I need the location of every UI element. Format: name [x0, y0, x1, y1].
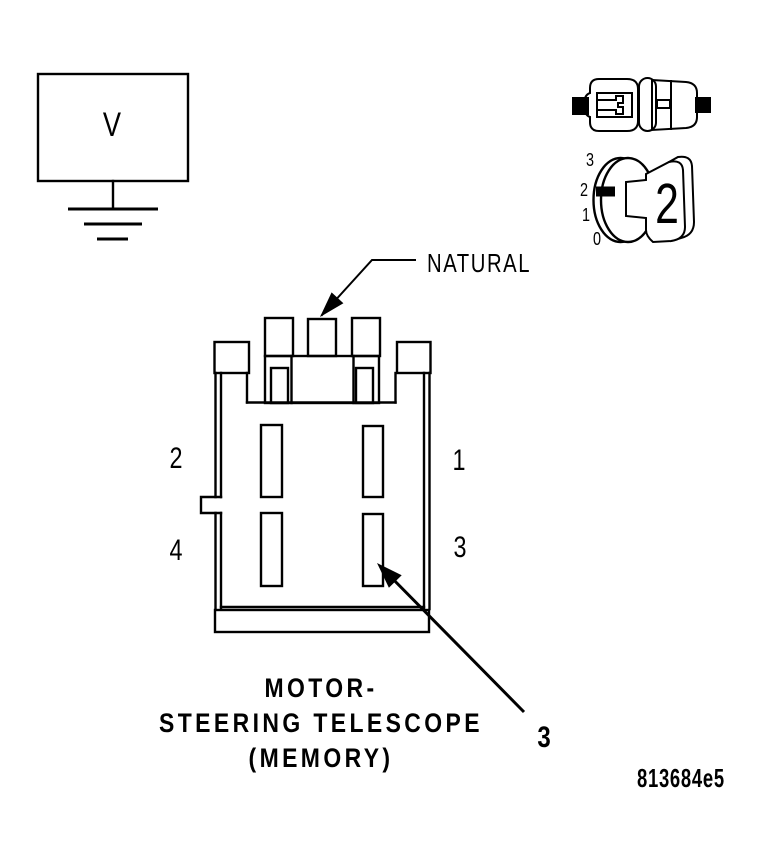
dial-mark-2: 2 [579, 180, 589, 200]
dial-setting-label: 2 [655, 172, 679, 236]
cavity-label-3: 3 [453, 531, 467, 564]
figure-code: 813684e5 [637, 763, 725, 793]
connector-pair-icon [572, 77, 711, 132]
ground-icon [68, 179, 158, 241]
natural-leader-arrow [320, 259, 416, 317]
dial-mark-0: 0 [592, 229, 602, 249]
caption-line-2: STEERING TELESCOPE [159, 708, 483, 738]
caption-line-3: (MEMORY) [248, 743, 394, 773]
dial-mark-1: 1 [581, 205, 591, 225]
cavity-label-1: 1 [452, 444, 466, 477]
connector-face [199, 316, 432, 634]
cavity-callout-arrow [377, 563, 526, 714]
wire-color-label: NATURAL [427, 248, 532, 278]
voltmeter-label: V [102, 106, 122, 144]
meter-dial-icon [592, 155, 696, 244]
dial-mark-3: 3 [585, 150, 595, 170]
caption-line-1: MOTOR- [264, 673, 378, 703]
cavity-label-2: 2 [169, 442, 183, 475]
cavity-label-4: 4 [169, 534, 183, 567]
callout-label: 3 [537, 721, 551, 754]
